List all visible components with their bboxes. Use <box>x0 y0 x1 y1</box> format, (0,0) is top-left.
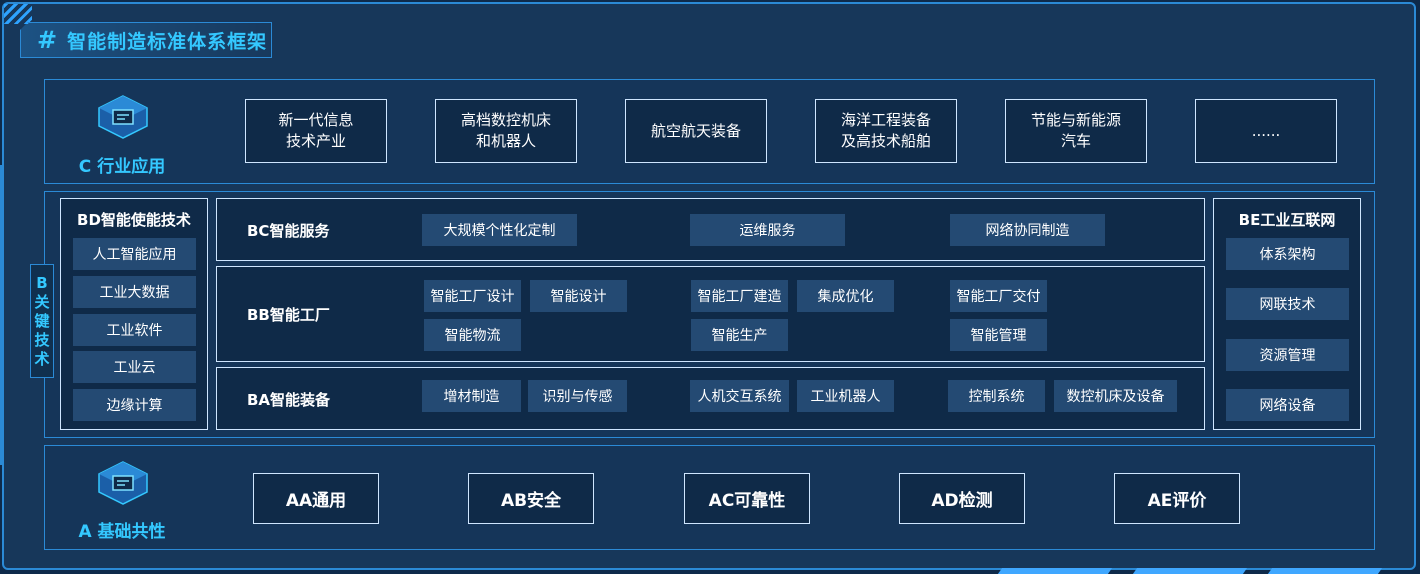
b-label-char: 术 <box>34 349 50 368</box>
b-label-char: 键 <box>34 311 50 330</box>
b-label-char: 关 <box>34 292 50 311</box>
a-item-box: AA通用 <box>253 473 379 524</box>
grid-icon: # <box>37 26 58 54</box>
bb-item: 智能工厂交付 <box>950 280 1047 312</box>
be-item: 体系架构 <box>1226 238 1349 270</box>
c-layer-label: C 行业应用 <box>78 157 166 177</box>
be-item: 网联技术 <box>1226 288 1349 320</box>
c-item-line2: 汽车 <box>1060 132 1091 150</box>
bb-item: 智能物流 <box>424 319 521 351</box>
bottom-stripe-decoration <box>1132 568 1248 574</box>
ba-item: 人机交互系统 <box>690 380 789 412</box>
page-title: 智能制造标准体系框架 <box>67 30 268 53</box>
bc-item: 大规模个性化定制 <box>422 214 577 246</box>
bc-item: 网络协同制造 <box>950 214 1105 246</box>
corner-stripes-decoration <box>4 4 32 24</box>
c-item-line2: 技术产业 <box>285 132 346 150</box>
ba-item: 增材制造 <box>422 380 521 412</box>
bd-item: 工业大数据 <box>73 276 196 308</box>
be-item: 资源管理 <box>1226 339 1349 371</box>
cube-icon <box>98 95 148 139</box>
bb-item: 智能工厂建造 <box>691 280 788 312</box>
c-item-line1: 新一代信息 <box>278 111 354 129</box>
b-label-char: 技 <box>34 330 50 349</box>
c-item-line1: ...... <box>1251 121 1281 140</box>
be-title: BE工业互联网 <box>1238 211 1336 229</box>
a-item-box: AC可靠性 <box>684 473 810 524</box>
bd-item: 人工智能应用 <box>73 238 196 270</box>
ba-item: 工业机器人 <box>797 380 894 412</box>
bb-title: BB智能工厂 <box>247 306 330 324</box>
be-item: 网络设备 <box>1226 389 1349 421</box>
bb-item: 智能设计 <box>530 280 627 312</box>
c-item-box: 新一代信息技术产业 <box>245 99 387 163</box>
bc-item: 运维服务 <box>690 214 845 246</box>
c-item-box: 高档数控机床和机器人 <box>435 99 577 163</box>
b-layer-label: B 关 键 技 术 <box>30 264 54 378</box>
c-item-line1: 节能与新能源 <box>1030 111 1121 129</box>
c-item-line1: 高档数控机床 <box>460 111 551 129</box>
a-item-box: AD检测 <box>899 473 1025 524</box>
c-item-line2: 及高技术船舶 <box>840 132 931 150</box>
bd-item: 工业云 <box>73 351 196 383</box>
cube-icon <box>98 461 148 505</box>
ba-item: 数控机床及设备 <box>1054 380 1177 412</box>
a-layer-label: A 基础共性 <box>78 522 166 542</box>
bb-item: 集成优化 <box>797 280 894 312</box>
bd-item: 边缘计算 <box>73 389 196 421</box>
c-item-box: ...... <box>1195 99 1337 163</box>
b-label-char: B <box>36 273 48 292</box>
a-item-box: AE评价 <box>1114 473 1240 524</box>
ba-item: 识别与传感 <box>528 380 627 412</box>
bb-item: 智能生产 <box>691 319 788 351</box>
c-item-line2: 和机器人 <box>475 132 536 150</box>
ba-title: BA智能装备 <box>247 391 331 409</box>
ba-item: 控制系统 <box>948 380 1045 412</box>
a-item-box: AB安全 <box>468 473 594 524</box>
bc-title: BC智能服务 <box>247 222 330 240</box>
title-bar: # 智能制造标准体系框架 <box>20 22 272 58</box>
c-item-box: 海洋工程装备及高技术船舶 <box>815 99 957 163</box>
c-item-box: 航空航天装备 <box>625 99 767 163</box>
bottom-stripe-decoration <box>997 568 1113 574</box>
bb-item: 智能管理 <box>950 319 1047 351</box>
bd-title: BD智能使能技术 <box>77 211 191 229</box>
side-bracket-decoration <box>0 165 11 465</box>
bb-item: 智能工厂设计 <box>424 280 521 312</box>
bd-item: 工业软件 <box>73 314 196 346</box>
bottom-stripe-decoration <box>1267 568 1383 574</box>
c-item-line1: 海洋工程装备 <box>840 111 931 129</box>
c-item-line1: 航空航天装备 <box>650 121 741 140</box>
c-item-box: 节能与新能源汽车 <box>1005 99 1147 163</box>
